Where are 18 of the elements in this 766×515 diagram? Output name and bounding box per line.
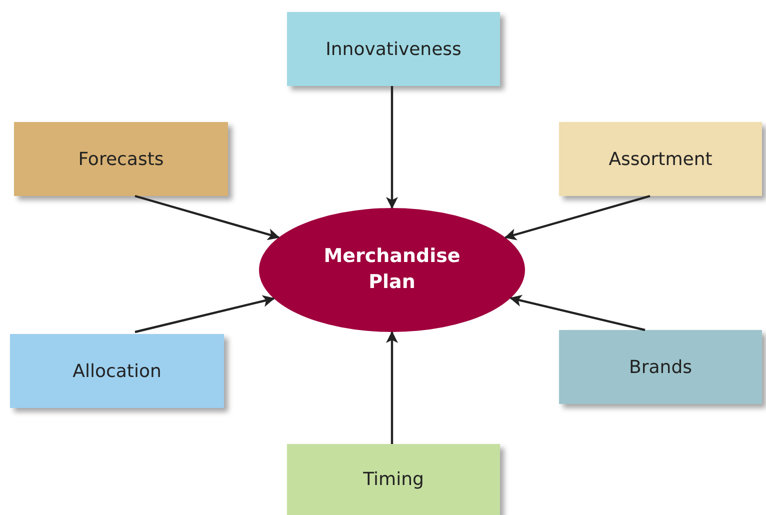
arrow (510, 294, 646, 332)
arrow (386, 86, 398, 209)
factor-label: Assortment (608, 148, 712, 170)
arrow (134, 295, 275, 334)
factor-label: Innovativeness (326, 38, 462, 60)
plan-label: Merchandise Plan (322, 244, 462, 295)
factor-box (287, 12, 500, 86)
factor-box (10, 334, 224, 408)
factor-label: Allocation (72, 360, 162, 382)
factor-box (14, 122, 228, 196)
factor-label: Forecasts (78, 148, 164, 170)
arrow (134, 194, 280, 240)
arrow (386, 331, 398, 444)
factor-box (287, 444, 500, 515)
factor-box (559, 122, 762, 196)
factor-box (559, 330, 762, 404)
factor-label: Timing (363, 469, 424, 490)
factor-label: Brands (629, 356, 692, 378)
